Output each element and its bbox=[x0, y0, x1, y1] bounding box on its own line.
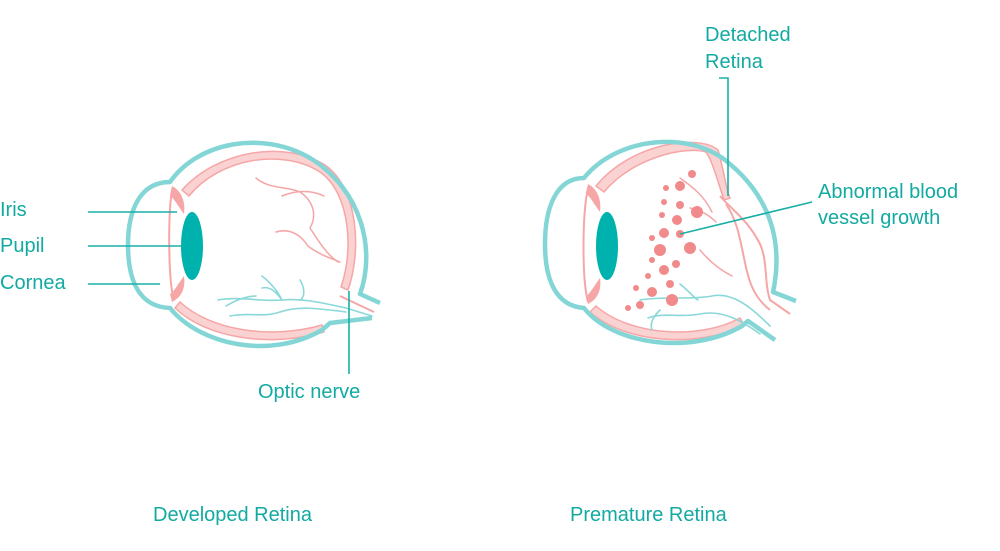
developed-vessel-teal bbox=[229, 307, 347, 317]
abnormal-vessel-dot bbox=[675, 181, 685, 191]
premature-vessel-pink bbox=[699, 249, 733, 277]
abnormal-vessel-dot bbox=[684, 242, 696, 254]
cornea-label: Cornea bbox=[0, 272, 66, 294]
abnormal-vessel-dot bbox=[633, 285, 639, 291]
premature-vessel-teal bbox=[639, 294, 771, 327]
developed-vessel-pink bbox=[281, 190, 325, 197]
premature-iris-lower bbox=[586, 278, 601, 304]
developed-eye-illustration bbox=[125, 140, 381, 349]
abnormal-vessel-dot bbox=[688, 170, 696, 178]
abnormal-vessel-dot bbox=[649, 235, 655, 241]
developed-retina-lower-band bbox=[173, 300, 325, 341]
abnormal-vessel-dot bbox=[659, 265, 669, 275]
developed-iris-upper bbox=[170, 186, 185, 214]
abnormal-vessel-leader-line bbox=[679, 201, 813, 235]
premature-eye-illustration bbox=[542, 139, 797, 346]
premature-pupil-lens bbox=[596, 212, 618, 280]
abnormal-vessel-dot bbox=[647, 287, 657, 297]
developed-pupil-lens bbox=[181, 212, 203, 280]
abnormal-vessel-dot bbox=[659, 228, 669, 238]
premature-vessel-teal bbox=[650, 283, 699, 331]
abnormal-vessel-label-line1: Abnormal blood bbox=[818, 181, 958, 203]
developed-vessel-teal bbox=[225, 279, 305, 307]
developed-iris-lower bbox=[170, 276, 185, 302]
abnormal-vessel-dot bbox=[663, 185, 669, 191]
abnormal-vessel-dot bbox=[659, 212, 665, 218]
optic-nerve-label: Optic nerve bbox=[258, 381, 360, 403]
abnormal-vessel-dot bbox=[625, 305, 631, 311]
abnormal-vessel-dot bbox=[666, 294, 678, 306]
abnormal-vessel-dot bbox=[666, 280, 674, 288]
premature-retina-caption: Premature Retina bbox=[570, 504, 728, 526]
premature-detached-retina bbox=[725, 203, 771, 311]
abnormal-vessel-dot bbox=[691, 206, 703, 218]
premature-iris-upper bbox=[586, 184, 601, 212]
developed-sclera bbox=[125, 140, 381, 349]
pupil-label: Pupil bbox=[0, 235, 44, 257]
developed-vessel-teal bbox=[261, 275, 283, 301]
developed-cornea-inner bbox=[168, 189, 175, 301]
detached-retina-label-line1: Detached bbox=[705, 24, 791, 46]
developed-retina-band bbox=[180, 150, 357, 292]
abnormal-vessel-dot bbox=[649, 257, 655, 263]
developed-optic-nerve bbox=[339, 295, 375, 313]
premature-vessel-teal bbox=[647, 312, 761, 335]
detached-retina-leader-line bbox=[719, 77, 729, 196]
abnormal-vessel-dot bbox=[636, 301, 644, 309]
iris-label: Iris bbox=[0, 199, 27, 221]
abnormal-vessel-dot bbox=[661, 199, 667, 205]
developed-vessel-pink bbox=[275, 230, 341, 263]
abnormal-vessel-dot bbox=[676, 201, 684, 209]
abnormal-vessel-label-line2: vessel growth bbox=[818, 207, 940, 229]
abnormal-vessel-dot bbox=[672, 215, 682, 225]
detached-retina-label-line2: Retina bbox=[705, 51, 764, 73]
abnormal-vessel-dot bbox=[654, 244, 666, 256]
premature-sclera bbox=[542, 139, 797, 346]
premature-detached-retina bbox=[719, 195, 791, 315]
abnormal-vessel-dot bbox=[672, 260, 680, 268]
abnormal-vessel-dot bbox=[645, 273, 651, 279]
developed-retina-caption: Developed Retina bbox=[153, 504, 313, 526]
premature-cornea-inner bbox=[582, 187, 589, 303]
developed-vessel-pink bbox=[255, 177, 339, 263]
